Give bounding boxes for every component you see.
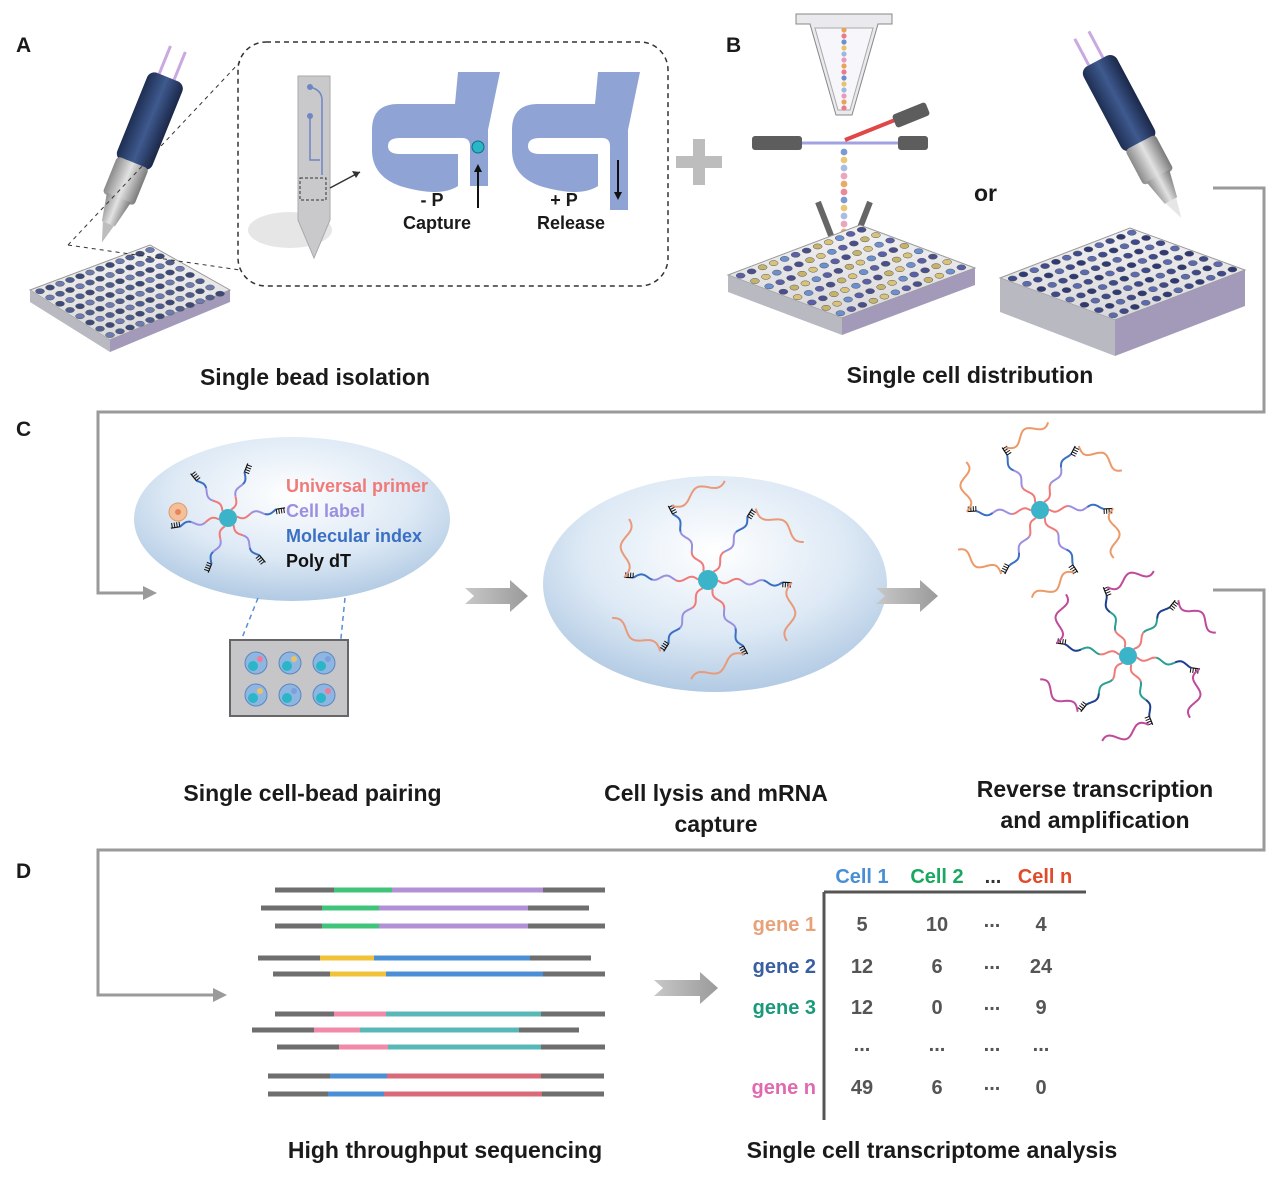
matrix-cell: 9 xyxy=(1035,997,1047,1019)
caption-single-bead-isolation: Single bead isolation xyxy=(199,364,431,390)
release-label: Release xyxy=(536,213,606,233)
matrix-cell: 5 xyxy=(856,914,868,936)
micropipette-pen-a xyxy=(101,45,187,243)
matrix-cell: ... xyxy=(983,910,1001,932)
microwell-chip xyxy=(229,639,349,717)
matrix-cell: ... xyxy=(853,1034,871,1056)
capture-chip xyxy=(248,75,361,260)
matrix-col-cell-1: Cell 1 xyxy=(835,866,889,888)
matrix-cell: 4 xyxy=(1035,914,1047,936)
panel-a-graphics xyxy=(28,41,722,352)
gene-2-label: gene 2 xyxy=(752,956,816,978)
matrix-cell: ... xyxy=(928,1034,946,1056)
flow-arrowhead-d xyxy=(213,988,227,1002)
matrix-cell: 0 xyxy=(1035,1077,1047,1099)
matrix-axes xyxy=(822,890,1086,1120)
matrix-cell: ... xyxy=(983,1073,1001,1095)
matrix-cell: ... xyxy=(983,952,1001,974)
matrix-cell: 10 xyxy=(925,914,949,936)
panel-label-d: D xyxy=(16,860,32,883)
capture-label: Capture xyxy=(402,213,471,233)
barcoded-beads xyxy=(170,421,1216,742)
panel-label-a: A xyxy=(16,34,32,57)
sequencing-reads xyxy=(252,887,605,1097)
matrix-cell: ... xyxy=(1032,1034,1050,1056)
matrix-col-ellipsis: ... xyxy=(984,866,1002,888)
legend-universal-primer: Universal primer xyxy=(286,476,429,496)
matrix-cell: 6 xyxy=(931,956,943,978)
minus-p-label: - P xyxy=(420,190,444,210)
matrix-cell: 6 xyxy=(931,1077,943,1099)
flow-connectors xyxy=(96,186,1266,997)
matrix-cell: 24 xyxy=(1029,956,1053,978)
matrix-cell: 0 xyxy=(931,997,943,1019)
well-plate-a-wells xyxy=(35,247,225,338)
matrix-col-cell-n: Cell n xyxy=(1017,866,1073,888)
micropipette-pen-b xyxy=(1073,30,1182,218)
flow-arrowhead-c xyxy=(143,586,157,600)
or-label: or xyxy=(974,180,997,206)
caption-single-cell-bead-pairing: Single cell-bead pairing xyxy=(183,780,442,806)
sorted-droplets xyxy=(840,27,848,244)
panel-b-graphics xyxy=(726,13,1247,356)
bead-oval-1 xyxy=(134,437,450,601)
process-arrow-3 xyxy=(654,972,718,1004)
well-plate-b2-wells xyxy=(1007,229,1238,319)
matrix-cell: 12 xyxy=(850,956,874,978)
legend-poly-dt: Poly dT xyxy=(286,551,352,571)
gene-1-label: gene 1 xyxy=(752,914,816,936)
laser-right xyxy=(898,136,928,150)
well-plate-b2 xyxy=(998,227,1247,356)
gene-3-label: gene 3 xyxy=(752,997,816,1019)
plus-icon xyxy=(676,139,722,185)
caption-single-cell-transcriptome-analysis: Single cell transcriptome analysis xyxy=(746,1137,1118,1163)
panel-label-b: B xyxy=(726,34,742,57)
matrix-cell: ... xyxy=(983,1034,1001,1056)
caption-cell-lysis-1: Cell lysis and mRNA xyxy=(604,780,828,806)
caption-single-cell-distribution: Single cell distribution xyxy=(846,362,1094,388)
matrix-cell: 12 xyxy=(850,997,874,1019)
caption-reverse-transcription-2: and amplification xyxy=(1000,807,1190,833)
process-arrow-2 xyxy=(876,580,938,612)
legend-cell-label: Cell label xyxy=(286,501,366,521)
caption-reverse-transcription-1: Reverse transcription xyxy=(976,776,1214,802)
panel-label-c: C xyxy=(16,418,32,441)
zoom-box-a xyxy=(237,41,669,287)
laser-left xyxy=(752,136,802,150)
plus-p-label: + P xyxy=(550,190,578,210)
release-structure xyxy=(512,72,640,210)
legend-molecular-index: Molecular index xyxy=(286,526,423,546)
panel-c-graphics xyxy=(134,421,1216,1004)
capture-structure xyxy=(372,72,500,208)
matrix-col-cell-2: Cell 2 xyxy=(910,866,964,888)
well-plate-b1 xyxy=(726,224,977,335)
process-arrow-1 xyxy=(465,580,528,612)
matrix-cell: ... xyxy=(983,993,1001,1015)
laser-top xyxy=(892,102,930,128)
well-plate-b1-wells xyxy=(735,226,967,317)
caption-high-throughput-sequencing: High throughput sequencing xyxy=(287,1137,603,1163)
caption-cell-lysis-2: capture xyxy=(674,811,758,837)
gene-n-label: gene n xyxy=(751,1077,816,1099)
matrix-cell: 49 xyxy=(850,1077,874,1099)
